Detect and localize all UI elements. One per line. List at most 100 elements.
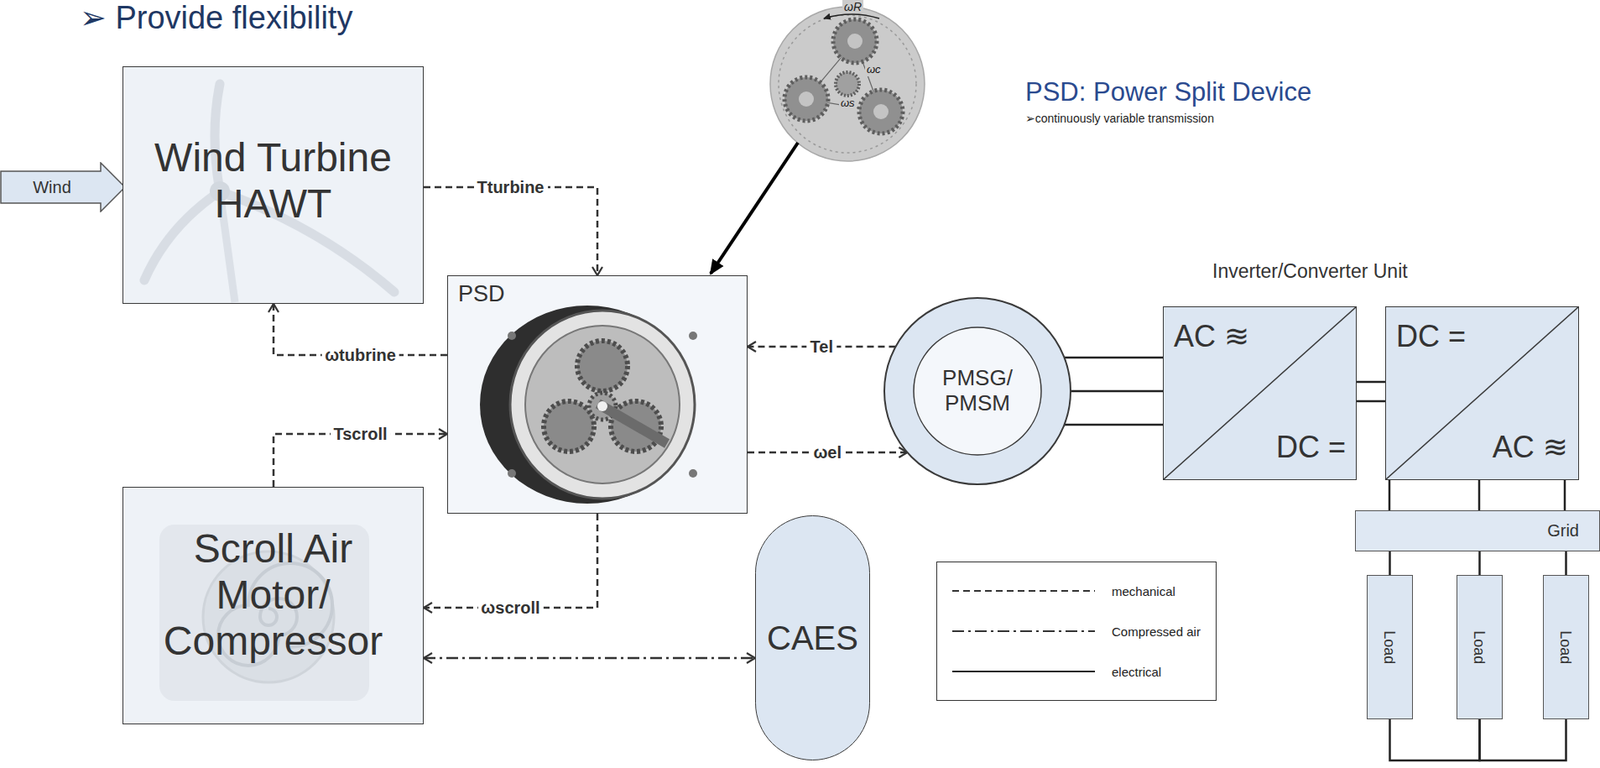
node-text: AC ≋ [1492, 429, 1569, 464]
signal-label: ωel [809, 442, 845, 463]
connector-path [1388, 479, 1392, 511]
planet-hub [798, 91, 814, 107]
diagonal-line [1386, 307, 1579, 480]
psd-bolt [688, 331, 698, 340]
legend-line [952, 670, 1095, 673]
machine-circle: PMSG/ PMSM [882, 296, 1073, 486]
psd-box: PSD [447, 275, 748, 514]
node-text: Scroll Air Motor/ Compressor [133, 525, 413, 665]
carrier [806, 41, 881, 112]
legend-box: mechanicalCompressed air electrical [936, 561, 1217, 701]
connector-path [1070, 390, 1163, 393]
sun-gear [835, 72, 860, 96]
connector-path [423, 656, 756, 660]
psd-planet-gear [610, 401, 662, 452]
connector-path [423, 513, 598, 608]
electrical-wire [1389, 551, 1391, 575]
planetary-gear-illustration [770, 6, 925, 162]
connector-path [1064, 423, 1163, 427]
connector-path [1356, 380, 1386, 384]
bullet-note: ➢ Provide flexibility [79, 0, 353, 37]
speed-symbol: ωR [842, 0, 864, 14]
connector-path [1480, 719, 1567, 761]
device-title: PSD: Power Split Device [1025, 77, 1312, 108]
node-text: Grid [1547, 521, 1580, 541]
mechanical-link [423, 187, 598, 276]
compressor-housing [203, 551, 334, 683]
turbine-box: Wind Turbine HAWT [122, 66, 424, 304]
connector-path [1064, 356, 1163, 360]
psd-housing [479, 305, 695, 504]
pointer-arrow [710, 142, 798, 274]
node-text: Load [1557, 630, 1575, 664]
turbine-hub [209, 181, 230, 202]
turbine-illustration [144, 83, 395, 303]
compressor-illustration [159, 524, 370, 701]
ring-gear [770, 6, 925, 162]
load-box: Load [1456, 574, 1503, 720]
inverter-box: DC =AC ≋ [1385, 306, 1580, 480]
legend-text: electrical [1111, 664, 1162, 679]
psd-ring-gear [525, 325, 680, 484]
electrical-wire [1389, 479, 1565, 511]
legend-line [952, 630, 1095, 632]
compressor-body [159, 524, 370, 701]
converter-box: AC ≋ DC = [1162, 306, 1357, 480]
psd-bolt [688, 469, 698, 478]
legend-sample [952, 586, 1095, 595]
electrical-wire [1064, 357, 1163, 425]
electrical-wire [1480, 719, 1567, 761]
psd-bolt [507, 469, 516, 478]
planet-hub [873, 104, 889, 120]
turbine-blade [214, 83, 220, 192]
legend-row: mechanical [952, 570, 1201, 611]
rotation-arrow [823, 14, 880, 19]
speed-symbol: ωc [865, 63, 883, 77]
stator-circle [884, 297, 1071, 485]
electrical-wire [1565, 551, 1567, 575]
signal-label: ωtubrine [321, 345, 400, 365]
device-note: ➢continuously variable transmission [1025, 111, 1215, 126]
node-text: Load [1381, 630, 1399, 664]
psd-planet-gear [577, 340, 628, 391]
psd-planet-gear [543, 401, 595, 452]
rotor-circle [913, 327, 1042, 455]
connector-path [1388, 551, 1392, 575]
connector-path [1564, 551, 1568, 575]
grid-band: Grid [1355, 510, 1600, 552]
turbine-blade [219, 191, 395, 292]
node-text: PMSG/ PMSM [914, 365, 1041, 417]
unit-title: Inverter/Converter Unit [1212, 260, 1408, 282]
compressor-box: Scroll Air Motor/ Compressor [122, 486, 424, 725]
planet-gear [859, 89, 903, 134]
node-text: PSD [458, 281, 506, 308]
signal-label: Tscroll [329, 424, 391, 444]
legend-text: Compressed air [1111, 624, 1201, 639]
psd-face [510, 310, 695, 499]
connector-path [1356, 400, 1386, 403]
electrical-wire [1390, 719, 1481, 761]
mechanical-link [423, 513, 598, 608]
planet-hub [847, 33, 863, 49]
psd-illustration [479, 305, 698, 504]
legend-sample [952, 626, 1095, 636]
legend-text: mechanical [1111, 583, 1176, 599]
legend-row: electrical [952, 651, 1201, 692]
signal-label: ωscroll [477, 598, 543, 618]
node-text: Load [1470, 630, 1489, 664]
node-text: Wind [32, 177, 72, 198]
psd-shaft [595, 399, 670, 449]
psd-bolt [507, 331, 516, 340]
connector-path [423, 187, 598, 276]
psd-sun-gear [588, 392, 616, 420]
load-box: Load [1542, 574, 1590, 720]
psd-shaft-end [597, 401, 608, 412]
signal-label: Tturbine [474, 177, 548, 198]
storage-tank: CAES [755, 515, 871, 761]
node-text: AC ≋ [1173, 318, 1250, 354]
node-text: DC = [1276, 429, 1346, 464]
legend-sample [952, 667, 1095, 676]
node-text: CAES [766, 618, 859, 657]
electrical-wire [1479, 551, 1481, 575]
